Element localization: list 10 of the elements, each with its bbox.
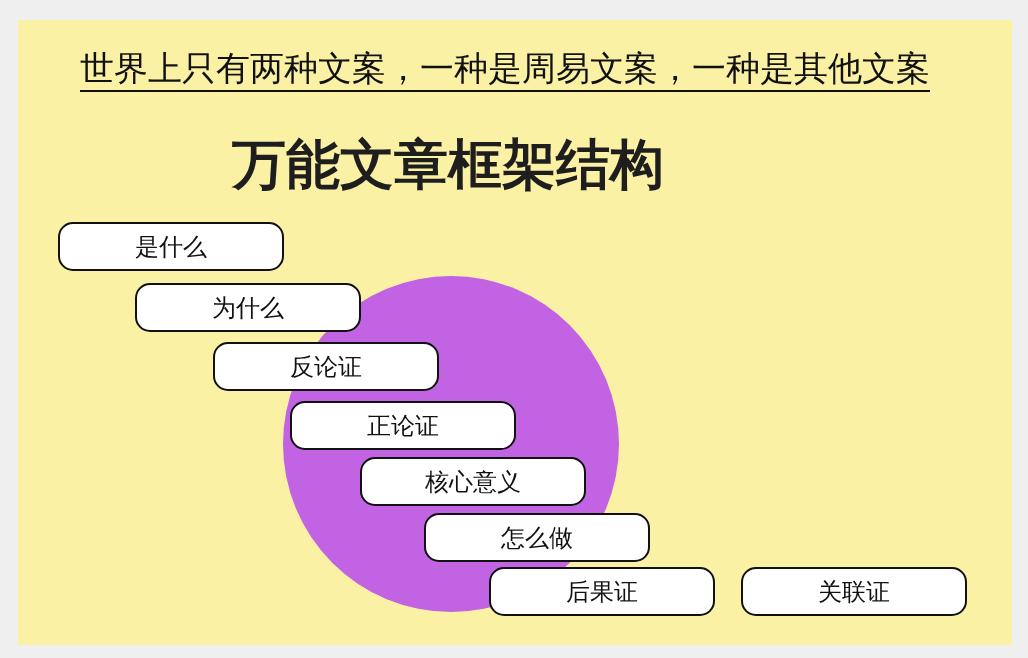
step-box: 关联证 bbox=[741, 567, 967, 616]
step-box: 是什么 bbox=[58, 222, 284, 271]
diagram-title: 万能文章框架结构 bbox=[232, 134, 664, 196]
step-box: 后果证 bbox=[489, 567, 715, 616]
step-box: 反论证 bbox=[213, 342, 439, 391]
step-box: 怎么做 bbox=[424, 513, 650, 562]
step-box: 正论证 bbox=[290, 401, 516, 450]
slogan-text: 世界上只有两种文案，一种是周易文案，一种是其他文案 bbox=[80, 46, 930, 92]
step-box: 核心意义 bbox=[360, 457, 586, 506]
step-box: 为什么 bbox=[135, 283, 361, 332]
